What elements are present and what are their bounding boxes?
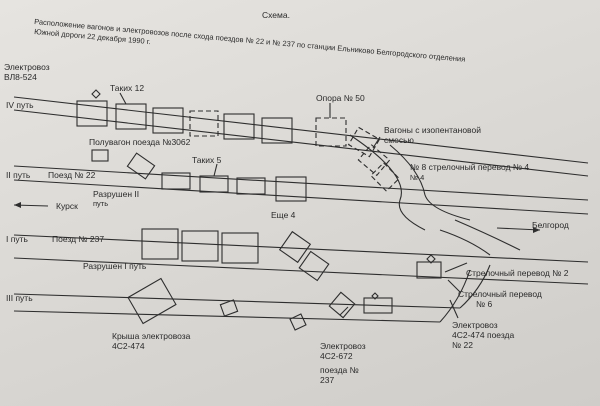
car-dashed — [189, 110, 219, 137]
scheme-title: Схема. — [262, 10, 290, 20]
switch-curve-1b — [454, 219, 521, 251]
track-1-cars — [141, 228, 442, 282]
tracks — [13, 96, 589, 323]
label-switch-2: Стрелочный перевод № 2 — [466, 268, 569, 278]
label-destroyed-2a: Разрушен II — [93, 189, 139, 199]
track-4-cars — [76, 89, 400, 192]
track-4-lower — [13, 109, 589, 177]
derailed-car — [328, 291, 356, 319]
label-poluvagon: Полувагон поезда №3062 — [89, 137, 191, 147]
switch-curve-4a — [349, 134, 426, 231]
track-3-upper — [13, 293, 461, 309]
label-track-3: III путь — [6, 293, 33, 303]
label-roof-1: Крыша электровоза — [112, 331, 191, 341]
label-track-1: I путь — [6, 234, 28, 244]
label-ev474-1: Электровоз — [452, 320, 498, 330]
car — [161, 172, 191, 190]
derailed-car-dashed — [347, 126, 381, 158]
car — [91, 149, 109, 162]
label-switch-4b: № 4 — [410, 173, 424, 182]
track-3-objects — [127, 277, 393, 331]
label-roof-2: 4С2-474 — [112, 341, 145, 351]
car — [115, 103, 147, 130]
label-kursk: Курск — [56, 201, 78, 211]
label-train-237b-2: 237 — [320, 375, 334, 385]
car — [221, 232, 259, 264]
track-2-upper — [13, 165, 589, 201]
car-dashed — [315, 117, 347, 147]
derailed-car — [278, 230, 312, 264]
car — [236, 177, 266, 195]
switch-curve-4b — [389, 144, 471, 221]
track-1-upper — [13, 234, 589, 263]
label-vl8-524: ВЛ8-524 — [4, 72, 37, 82]
derailed-car-dashed — [370, 162, 400, 192]
derailed-car — [126, 152, 156, 180]
locomotive-marker — [426, 254, 436, 264]
electrovoz-marker — [91, 89, 101, 99]
label-train-22: Поезд № 22 — [48, 170, 96, 180]
label-taxi-5: Таких 5 — [192, 155, 222, 165]
switch-curve-3b — [459, 264, 491, 309]
track-2-lower — [13, 179, 589, 215]
car — [152, 107, 184, 134]
belgorod-arrowhead — [533, 227, 540, 233]
derailed-car-dashed — [357, 143, 391, 177]
debris — [219, 299, 239, 317]
track-4-upper — [13, 96, 589, 164]
car — [141, 228, 179, 260]
car — [416, 261, 442, 279]
label-destroyed-2b: путь — [93, 199, 108, 208]
label-isopentane-1: Вагоны с изопентановой — [384, 125, 481, 135]
leader-lines — [119, 92, 468, 319]
car — [223, 113, 255, 140]
label-electrovoz-top: Электровоз — [4, 62, 50, 72]
label-ev672-1: Электровоз — [320, 341, 366, 351]
label-destroyed-1: Разрушен I путь — [83, 261, 147, 271]
switch-curve-3a — [439, 269, 471, 323]
track-2-cars — [91, 149, 307, 202]
label-train-237: Поезд № 237 — [52, 234, 104, 244]
label-track-2: II путь — [6, 170, 31, 180]
label-train-237b-1: поезда № — [320, 365, 359, 375]
car — [76, 100, 108, 127]
car — [181, 230, 219, 262]
label-ev672-2: 4С2-672 — [320, 351, 353, 361]
label-more-4: Еще 4 — [271, 210, 296, 220]
label-switch-6b: № 6 — [476, 299, 492, 309]
label-taxi-12: Таких 12 — [110, 83, 144, 93]
label-track-4: IV путь — [6, 100, 34, 110]
electrovoz-4c2-672 — [363, 297, 393, 314]
belgorod-arrow — [496, 227, 541, 231]
car — [275, 176, 307, 202]
debris — [289, 313, 307, 331]
label-ev474-2: 4С2-474 поезда — [452, 330, 515, 340]
car — [261, 117, 293, 144]
kursk-arrowhead — [14, 202, 21, 208]
label-switch-4: № 8 стрелочный перевод № 4 — [410, 162, 529, 172]
label-ev474-3: № 22 — [452, 340, 473, 350]
label-switch-6a: Стрелочный перевод — [458, 289, 542, 299]
label-pole-50: Опора № 50 — [316, 93, 365, 103]
electrovoz-roof — [127, 277, 177, 325]
label-belgorod: Белгород — [532, 220, 569, 230]
locomotive-marker — [371, 292, 379, 300]
track-1-lower — [13, 257, 589, 285]
derailed-car — [298, 250, 330, 282]
track-3-lower — [13, 310, 441, 323]
label-isopentane-2: смесью — [384, 135, 414, 145]
switch-curve-1a — [439, 229, 491, 256]
